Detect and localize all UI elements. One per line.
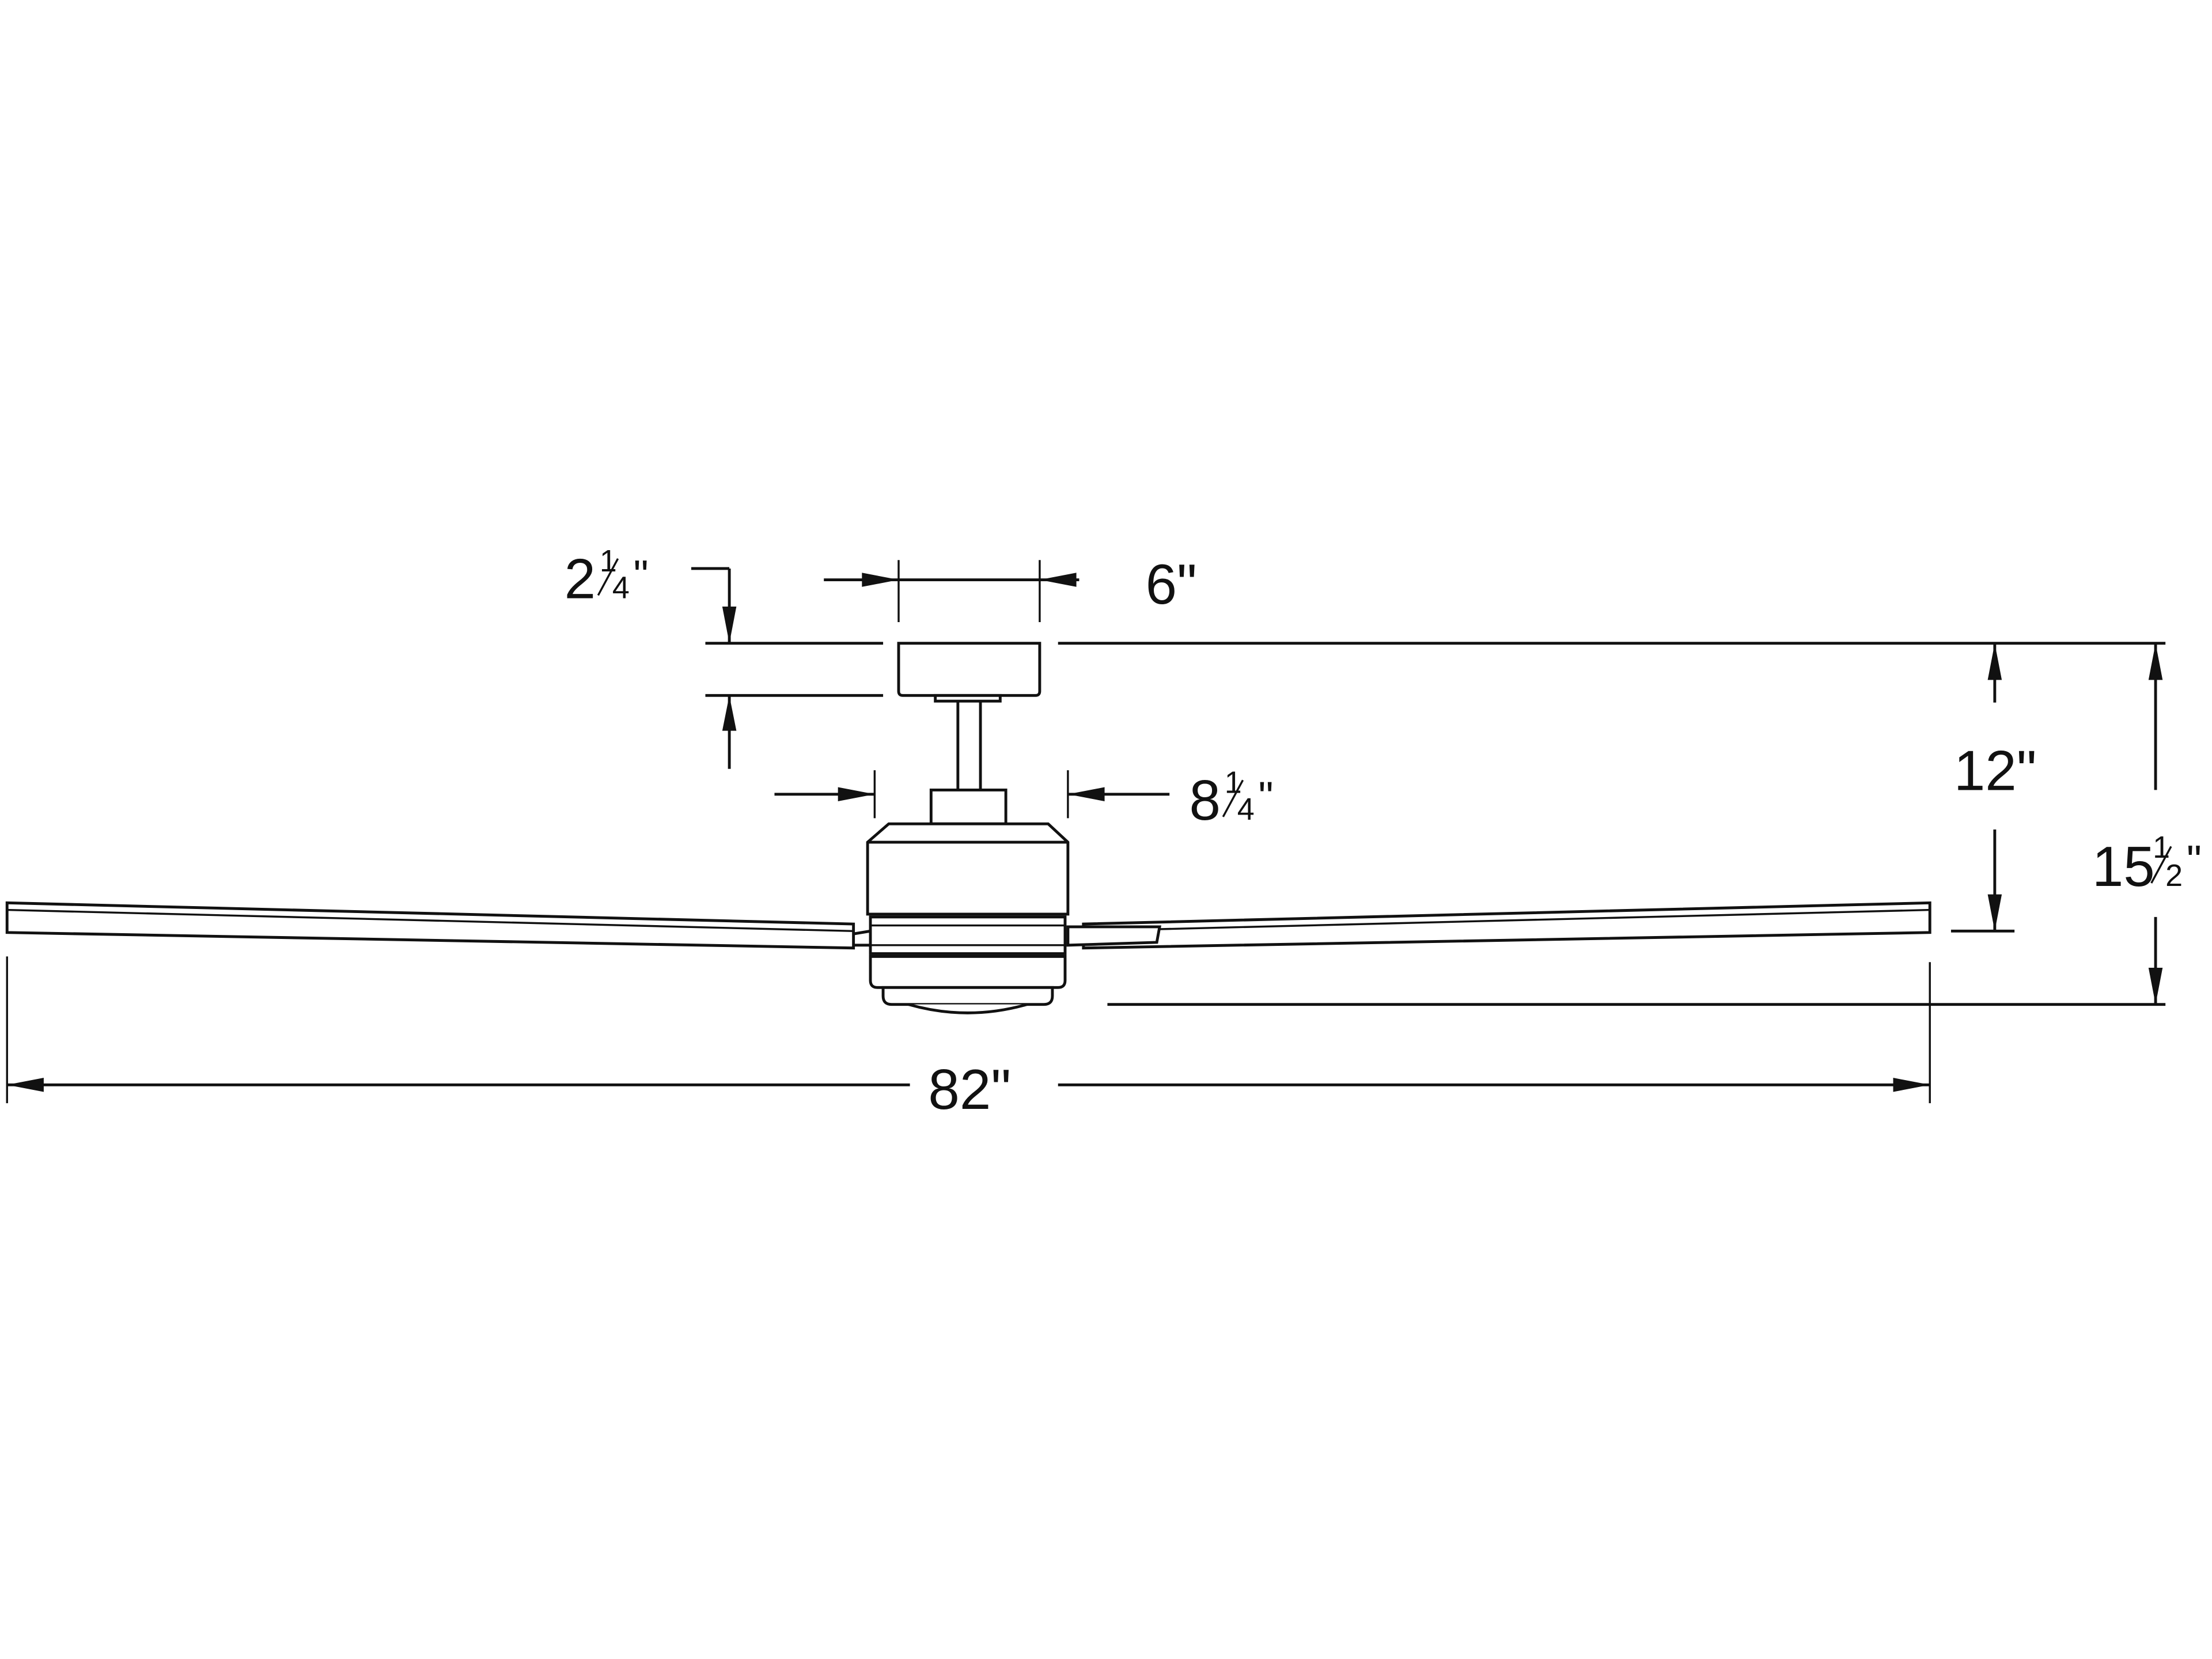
label-motor-width-den: 4 xyxy=(1237,792,1255,827)
label-overall-height-num: 1 xyxy=(2153,830,2170,865)
dim-blade-span xyxy=(6,956,1931,1104)
fraction-slash xyxy=(597,558,619,596)
label-overall-height-unit: " xyxy=(2187,836,2202,884)
label-canopy-height-num: 1 xyxy=(600,544,617,578)
downrod xyxy=(956,701,982,790)
dim-canopy-width xyxy=(824,560,1080,622)
dim-overall-height xyxy=(2148,643,2163,1005)
blade-right xyxy=(1066,901,1931,950)
label-motor-width-unit: " xyxy=(1258,772,1273,820)
label-canopy-width: 6" xyxy=(1146,552,1197,616)
fraction-slash xyxy=(2150,846,2172,884)
dim-ceiling-to-blade xyxy=(1987,643,2002,931)
blade-left xyxy=(5,901,871,950)
label-blade-span: 82" xyxy=(928,1058,1011,1121)
label-canopy-height-unit: " xyxy=(634,551,649,599)
canopy xyxy=(897,642,1041,703)
label-motor-width-whole: 8 xyxy=(1189,768,1220,832)
motor-housing xyxy=(866,788,1070,1014)
label-ceiling-to-blade: 12" xyxy=(1954,738,2037,802)
label-motor-width-num: 1 xyxy=(1225,765,1242,800)
dim-canopy-height xyxy=(691,567,737,769)
label-canopy-height-whole: 2 xyxy=(565,547,596,610)
label-overall-height-den: 2 xyxy=(2165,858,2183,893)
label-overall-height-whole: 15 xyxy=(2092,835,2155,898)
label-canopy-height-den: 4 xyxy=(612,570,630,605)
fraction-slash xyxy=(1222,779,1244,817)
dim-motor-width xyxy=(774,770,1170,819)
